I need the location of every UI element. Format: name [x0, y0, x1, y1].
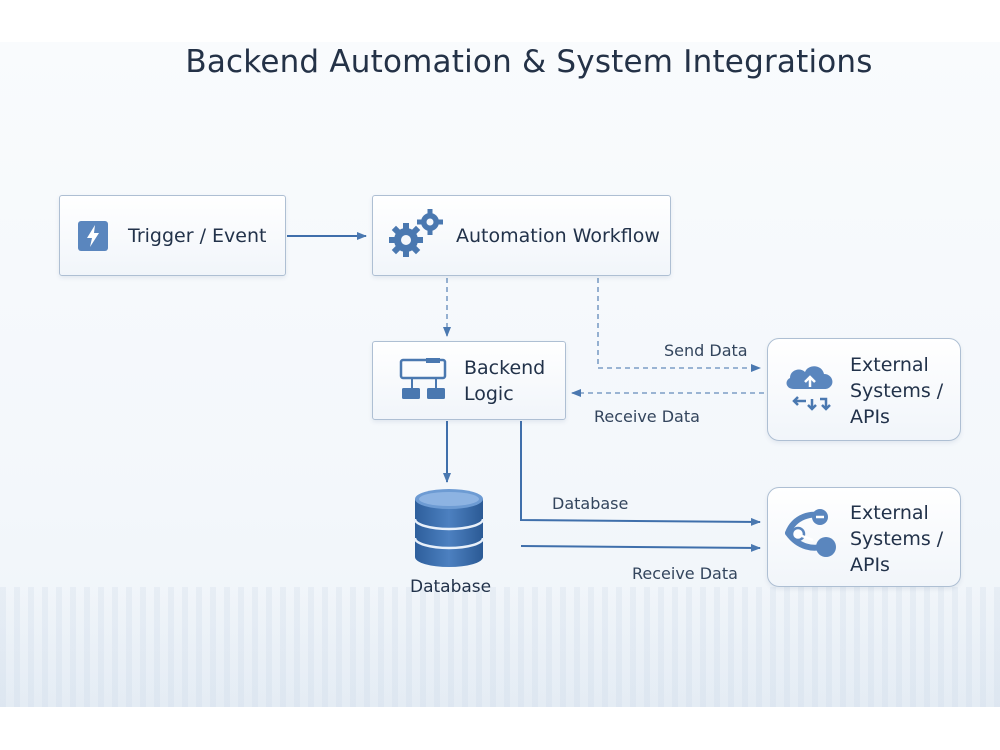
cloud-sync-icon — [780, 355, 840, 415]
external-bottom-line1: External — [850, 502, 929, 524]
gears-icon — [386, 205, 448, 259]
share-nodes-icon — [780, 503, 842, 563]
edge-send-data — [597, 278, 761, 372]
edge-label-database: Database — [552, 494, 629, 513]
edge-receive-data-bottom — [520, 543, 761, 552]
external-systems-top-node[interactable] — [767, 338, 961, 441]
edge-label-receive-data-top: Receive Data — [594, 407, 700, 426]
external-top-line3: APIs — [850, 406, 890, 428]
database-icon — [413, 487, 485, 569]
external-top-line2: Systems / — [850, 380, 944, 402]
database-label: Database — [410, 577, 492, 597]
external-bottom-line2: Systems / — [850, 528, 944, 550]
external-bottom-line3: APIs — [850, 554, 890, 576]
backend-label-line2: Logic — [464, 383, 514, 405]
trigger-label: Trigger / Event — [128, 225, 267, 247]
edge-label-send-data: Send Data — [664, 341, 748, 360]
lightning-icon — [77, 220, 109, 252]
workflow-chart-icon — [398, 357, 450, 403]
backend-node[interactable] — [372, 341, 566, 420]
background-pattern — [0, 587, 1000, 707]
backend-label-line1: Backend — [464, 357, 546, 379]
edge-label-receive-data-bottom: Receive Data — [632, 564, 738, 583]
workflow-label: Automation Workflow — [456, 225, 660, 247]
external-top-line1: External — [850, 354, 929, 376]
workflow-node[interactable] — [372, 195, 671, 276]
edge-database — [520, 421, 761, 526]
diagram-title: Backend Automation & System Integrations — [185, 44, 873, 80]
